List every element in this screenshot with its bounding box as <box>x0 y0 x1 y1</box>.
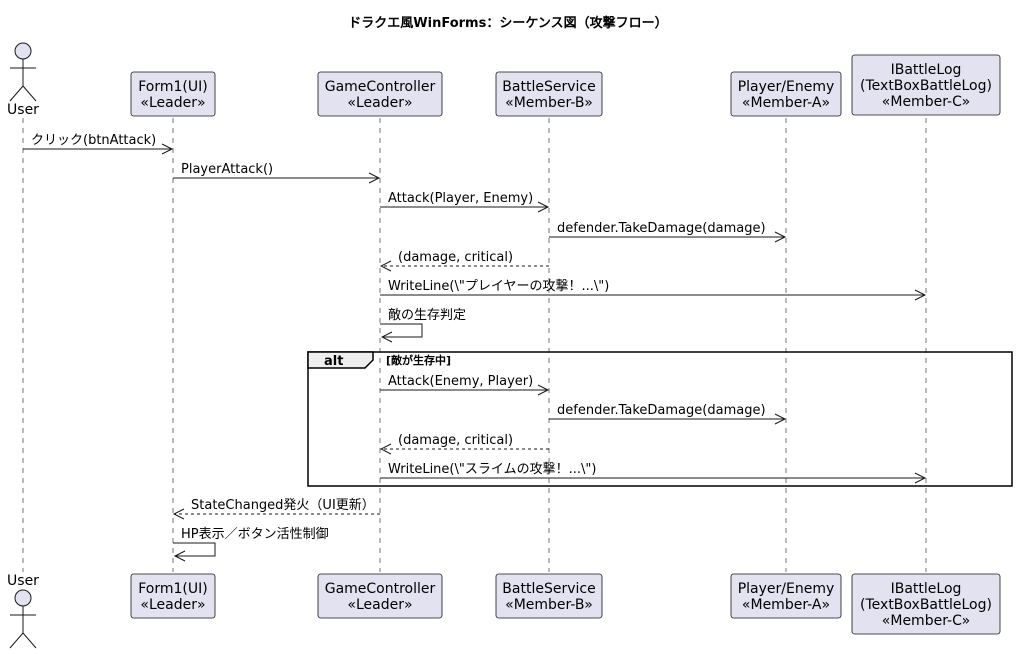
message-10: (damage, critical) <box>379 433 549 455</box>
playerenemy-label-line: Player/Enemy <box>738 79 835 95</box>
form1-box <box>130 573 216 619</box>
form1-label-line: Form1(UI) <box>138 79 207 95</box>
message-8: Attack(Enemy, Player) <box>380 374 550 396</box>
gamecontroller-label-line: «Leader» <box>347 95 412 111</box>
battleservice-box <box>495 71 603 117</box>
message-9: defender.TakeDamage(damage) <box>549 403 787 425</box>
gamecontroller-label-line: GameController <box>325 79 436 95</box>
participant-gamecontroller-bottom: GameController«Leader» <box>317 573 443 619</box>
battlelog-label-line: (TextBoxBattleLog) <box>860 597 992 613</box>
user-label: User <box>7 573 39 589</box>
participant-playerenemy-bottom: Player/Enemy«Member-A» <box>730 573 842 619</box>
message-label: StateChanged発火（UI更新） <box>191 497 375 513</box>
form1-label-line: «Leader» <box>140 95 205 111</box>
playerenemy-label-line: «Member-A» <box>742 597 830 613</box>
gamecontroller-label-line: GameController <box>325 581 436 597</box>
battleservice-label-line: BattleService <box>502 79 595 95</box>
message-3: Attack(Player, Enemy) <box>380 191 550 213</box>
playerenemy-box <box>730 71 842 117</box>
message-label: WriteLine(\"スライムの攻撃！...\") <box>388 461 596 477</box>
message-12: StateChanged発火（UI更新） <box>172 497 380 520</box>
participant-form1-top: Form1(UI)«Leader» <box>130 71 216 117</box>
battleservice-label-line: «Member-B» <box>505 597 593 613</box>
message-label: Attack(Enemy, Player) <box>388 374 533 389</box>
participant-playerenemy-top: Player/Enemy«Member-A» <box>730 71 842 117</box>
battlelog-label-line: «Member-C» <box>882 613 970 629</box>
message-label: 敵の生存判定 <box>388 307 466 323</box>
playerenemy-box <box>730 573 842 619</box>
message-11: WriteLine(\"スライムの攻撃！...\") <box>380 461 927 484</box>
playerenemy-label-line: Player/Enemy <box>738 581 835 597</box>
form1-box <box>130 71 216 117</box>
diagram-title: ドラクエ風WinForms：シーケンス図（攻撃フロー） <box>348 15 667 31</box>
message-4: defender.TakeDamage(damage) <box>549 221 787 243</box>
alt-guard: [敵が生存中] <box>386 353 451 367</box>
participant-battleservice-bottom: BattleService«Member-B» <box>495 573 603 619</box>
battleservice-box <box>495 573 603 619</box>
alt-label: alt <box>324 354 343 369</box>
battlelog-label-line: «Member-C» <box>882 94 970 110</box>
message-5: (damage, critical) <box>379 250 549 272</box>
message-13: HP表示／ボタン活性制御 <box>173 527 329 562</box>
message-7: 敵の生存判定 <box>380 307 466 343</box>
message-label: (damage, critical) <box>398 250 513 265</box>
battlelog-label-line: IBattleLog <box>891 581 962 597</box>
battleservice-label-line: «Member-B» <box>505 95 593 111</box>
gamecontroller-box <box>317 573 443 619</box>
battlelog-box <box>851 573 1001 635</box>
message-label: (damage, critical) <box>398 433 513 448</box>
message-label: WriteLine(\"プレイヤーの攻撃！...\") <box>388 278 609 294</box>
battlelog-label-line: IBattleLog <box>891 62 962 78</box>
message-label: HP表示／ボタン活性制御 <box>181 527 329 542</box>
message-label: Attack(Player, Enemy) <box>388 191 533 206</box>
battlelog-label-line: (TextBoxBattleLog) <box>860 78 992 94</box>
participant-user-bottom: User <box>7 573 39 649</box>
alt-fragment: alt [敵が生存中] <box>307 351 1013 487</box>
message-label: PlayerAttack() <box>181 162 273 177</box>
participant-battleservice-top: BattleService«Member-B» <box>495 71 603 117</box>
user-actor-icon <box>14 42 32 60</box>
message-6: WriteLine(\"プレイヤーの攻撃！...\") <box>380 278 927 301</box>
gamecontroller-box <box>317 71 443 117</box>
participant-form1-bottom: Form1(UI)«Leader» <box>130 573 216 619</box>
form1-label-line: «Leader» <box>140 597 205 613</box>
user-label: User <box>7 102 39 118</box>
form1-label-line: Form1(UI) <box>138 581 207 597</box>
participant-gamecontroller-top: GameController«Leader» <box>317 71 443 117</box>
battleservice-label-line: BattleService <box>502 581 595 597</box>
message-label: defender.TakeDamage(damage) <box>557 221 766 236</box>
playerenemy-label-line: «Member-A» <box>742 95 830 111</box>
message-label: クリック(btnAttack) <box>31 133 156 148</box>
message-1: クリック(btnAttack) <box>23 133 174 155</box>
participant-user-top: User <box>7 42 39 118</box>
user-actor-icon <box>14 589 32 607</box>
battlelog-box <box>851 54 1001 116</box>
gamecontroller-label-line: «Leader» <box>347 597 412 613</box>
participant-battlelog-top: IBattleLog(TextBoxBattleLog)«Member-C» <box>851 54 1001 116</box>
message-label: defender.TakeDamage(damage) <box>557 403 766 418</box>
message-2: PlayerAttack() <box>173 162 381 184</box>
participant-battlelog-bottom: IBattleLog(TextBoxBattleLog)«Member-C» <box>851 573 1001 635</box>
